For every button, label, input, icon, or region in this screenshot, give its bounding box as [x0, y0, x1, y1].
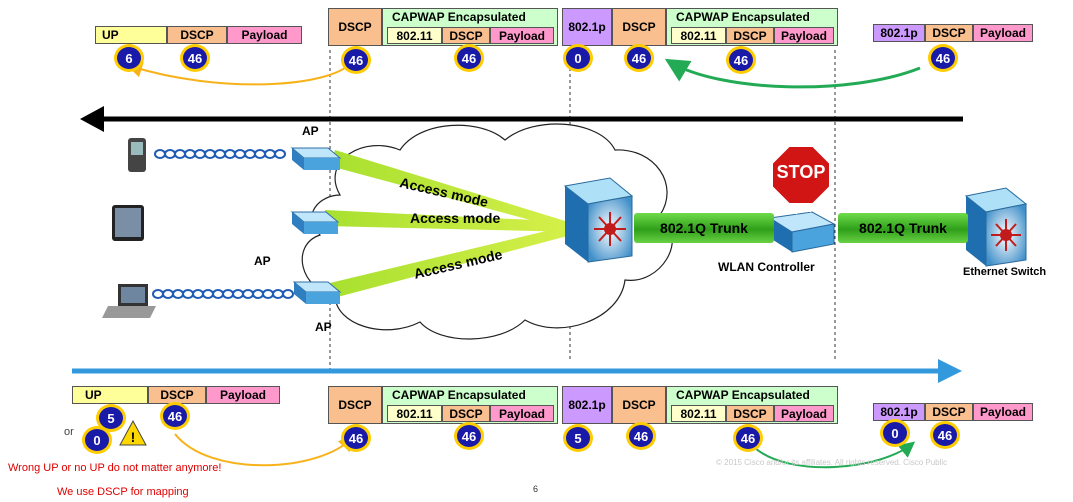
- dscp-inner-value-badge: 46: [733, 424, 763, 452]
- dscp-inner-value-badge: 46: [454, 422, 484, 450]
- dscp-value-badge: 46: [928, 44, 958, 72]
- dscp-field: DSCP: [148, 386, 206, 404]
- note-line-1: Wrong UP or no UP do not matter anymore!: [8, 462, 222, 474]
- wlan-controller-label: WLAN Controller: [718, 260, 815, 274]
- access-beam-bottom: [330, 224, 575, 299]
- payload-field: Payload: [774, 27, 834, 44]
- dot1p-value-badge: 5: [563, 424, 593, 452]
- dot1p-value-badge: 0: [563, 44, 593, 72]
- payload-field: Payload: [774, 405, 834, 422]
- dscp-field: DSCP: [612, 386, 666, 424]
- dscp-inner-value-badge: 46: [454, 44, 484, 72]
- access-point-icon: [290, 211, 340, 234]
- dscp-inner-field: DSCP: [442, 405, 490, 422]
- dscp-value-badge: 46: [180, 44, 210, 72]
- payload-field: Payload: [490, 405, 554, 422]
- dscp-inner-field: DSCP: [442, 27, 490, 44]
- capwap-header: CAPWAP Encapsulated: [676, 388, 810, 402]
- svg-text:!: !: [131, 429, 136, 445]
- trunk-link-right: 802.1Q Trunk: [838, 213, 968, 243]
- access-point-icon: [292, 281, 342, 304]
- ethernet-switch-icon: [964, 187, 1028, 267]
- capwap-header: CAPWAP Encapsulated: [392, 388, 526, 402]
- dot11-field: 802.11: [671, 27, 726, 44]
- payload-field: Payload: [973, 24, 1033, 42]
- dscp-value-badge: 46: [626, 422, 656, 450]
- dscp-inner-value-badge: 46: [726, 46, 756, 74]
- ap-label: AP: [302, 124, 319, 138]
- dscp-value-badge: 46: [624, 44, 654, 72]
- mapping-arrow: [126, 61, 353, 86]
- payload-field: Payload: [490, 27, 554, 44]
- dot1p-field: 802.1p: [873, 403, 925, 421]
- dscp-value-badge: 46: [160, 402, 190, 430]
- alt-up-value-badge: 0: [82, 426, 112, 454]
- dscp-field: DSCP: [925, 403, 973, 421]
- trunk-link-left: 802.1Q Trunk: [634, 213, 774, 243]
- dscp-value-badge: 46: [341, 424, 371, 452]
- mapping-arrow: [754, 441, 916, 469]
- laptop-icon: [102, 284, 156, 318]
- access-beam-top: [330, 150, 575, 232]
- note-line-2: We use DSCP for mapping: [57, 486, 189, 498]
- dot11-field: 802.11: [671, 405, 726, 422]
- layer3-switch-icon: [563, 177, 634, 263]
- payload-field: Payload: [206, 386, 280, 404]
- phone-icon: [128, 138, 146, 172]
- dscp-field: DSCP: [612, 8, 666, 46]
- tablet-icon: [112, 205, 144, 241]
- access-beam-middle: [325, 210, 575, 232]
- payload-field: Payload: [973, 403, 1033, 421]
- dot1p-field: 802.1p: [873, 24, 925, 42]
- dscp-field: DSCP: [167, 26, 227, 44]
- up-field: UP: [72, 386, 148, 404]
- warning-icon: [119, 419, 147, 446]
- mapping-arrow: [174, 433, 355, 467]
- wireless-link-phone: [154, 149, 286, 159]
- dscp-value-badge: 46: [930, 421, 960, 449]
- ap-label: AP: [315, 320, 332, 334]
- dscp-field: DSCP: [328, 386, 382, 424]
- dot1p-value-badge: 0: [880, 419, 910, 447]
- access-point-icon: [290, 147, 342, 170]
- dscp-field: DSCP: [925, 24, 973, 42]
- ap-label: AP: [254, 254, 271, 268]
- dscp-inner-field: DSCP: [726, 405, 774, 422]
- payload-field: Payload: [227, 26, 302, 44]
- copyright-text: © 2015 Cisco and/or its affiliates. All …: [716, 458, 948, 467]
- dot1p-field: 802.1p: [562, 386, 612, 424]
- downstream-arrowhead: [938, 359, 962, 383]
- stop-sign-icon: [771, 145, 831, 205]
- capwap-header: CAPWAP Encapsulated: [392, 10, 526, 24]
- ethernet-switch-label: Ethernet Switch: [963, 266, 1047, 278]
- page-number: 6: [533, 484, 539, 494]
- or-label: or: [64, 426, 74, 438]
- wlan-controller-icon: [768, 193, 836, 253]
- dscp-field: DSCP: [328, 8, 382, 46]
- dscp-inner-field: DSCP: [726, 27, 774, 44]
- dscp-value-badge: 46: [341, 46, 371, 74]
- stop-sign-text: STOP: [776, 162, 826, 182]
- access-mode-label: Access mode: [410, 210, 501, 226]
- dot1p-field: 802.1p: [562, 8, 612, 46]
- dot11-field: 802.11: [387, 405, 442, 422]
- upstream-arrowhead: [80, 106, 104, 132]
- up-value-badge: 6: [114, 44, 144, 72]
- dot11-field: 802.11: [387, 27, 442, 44]
- wireless-link-laptop: [152, 289, 294, 299]
- up-field: UP: [95, 26, 167, 44]
- capwap-header: CAPWAP Encapsulated: [676, 10, 810, 24]
- mapping-arrow: [664, 58, 921, 89]
